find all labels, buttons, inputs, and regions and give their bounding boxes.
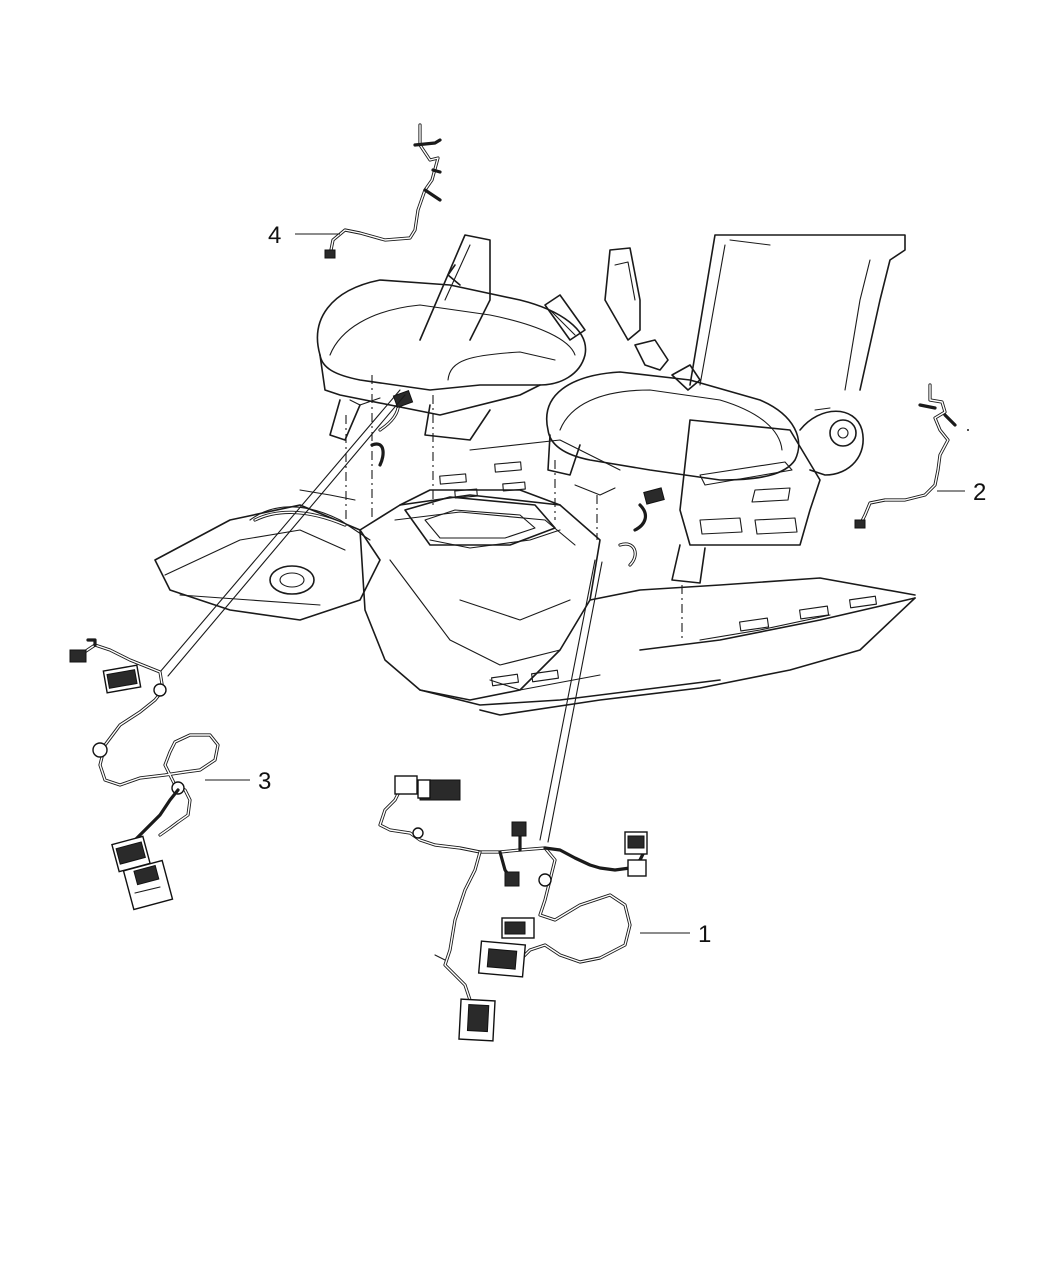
in-situ-harness (249, 389, 665, 567)
right-seat (545, 234, 906, 584)
callout-2: 2 (973, 479, 986, 506)
harness-4 (324, 123, 442, 259)
assembly-lines (345, 375, 683, 640)
callout-4: 4 (268, 222, 281, 249)
harness-1 (378, 559, 648, 1042)
callout-3: 3 (258, 768, 271, 795)
floor-pan (154, 439, 916, 716)
callout-1: 1 (698, 921, 711, 948)
callouts: 4 2 3 1 (205, 222, 986, 948)
harness-2 (854, 383, 969, 529)
harness-3 (69, 389, 406, 911)
left-seat (316, 234, 587, 441)
